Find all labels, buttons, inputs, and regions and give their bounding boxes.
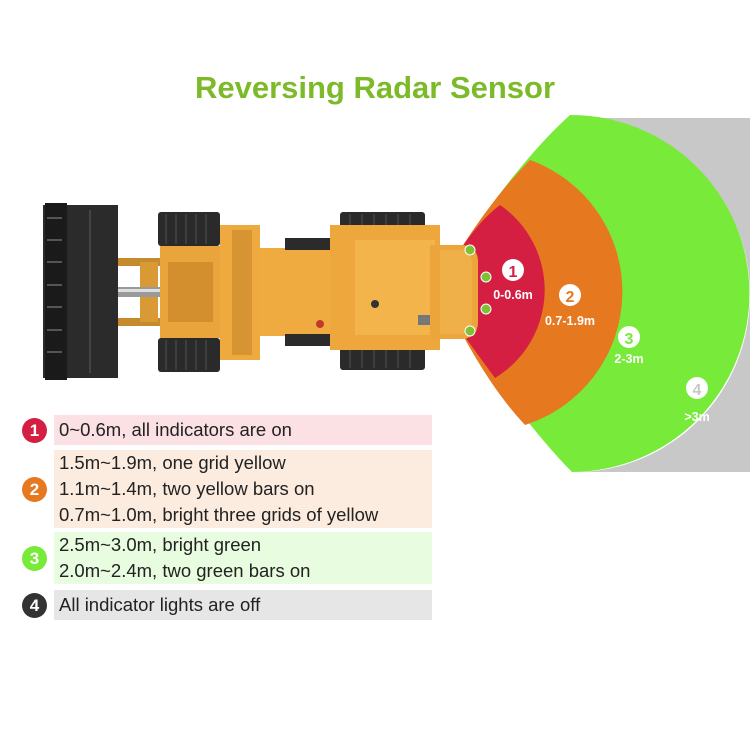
legend-line: 1.5m~1.9m, one grid yellow (59, 452, 286, 473)
zone-3-badge-icon (618, 326, 640, 348)
zone-4-range: >3m (684, 410, 709, 424)
radar-sensor-icon (480, 271, 492, 283)
zone-4-number: 4 (693, 382, 702, 399)
radar-sensor-icon (464, 244, 476, 256)
zone-1-label: 1 0-0.6m (493, 259, 533, 302)
legend-row-4: 4 All indicator lights are off (22, 590, 432, 620)
zone-1-range: 0-0.6m (493, 288, 533, 302)
zone-2-badge-icon (559, 284, 581, 306)
legend-line: All indicator lights are off (59, 594, 261, 615)
legend-line: 2.5m~3.0m, bright green (59, 534, 262, 555)
zone-4-label: 4 >3m (684, 377, 710, 424)
legend-line: 0~0.6m, all indicators are on (59, 419, 292, 440)
legend-badge-1: 1 (22, 417, 47, 443)
page-title: Reversing Radar Sensor (194, 70, 556, 105)
zone-1-area (460, 205, 545, 378)
zone-3-number: 3 (625, 331, 634, 348)
zone-3-range: 2-3m (614, 352, 643, 366)
legend-line: 2.0m~2.4m, two green bars on (59, 560, 311, 581)
zone-2-number: 2 (566, 289, 575, 306)
legend-badge-2: 2 (22, 476, 47, 502)
legend-line: 1.1m~1.4m, two yellow bars on (59, 478, 315, 499)
zone-4-badge-icon (686, 377, 708, 399)
wheel-loader-icon (43, 203, 492, 380)
legend-text: All indicator lights are off (54, 590, 432, 618)
legend-row-3: 3 2.5m~3.0m, bright green 2.0m~2.4m, two g… (22, 532, 432, 584)
zone-1-badge-icon (502, 259, 524, 281)
zone-2-label: 2 0.7-1.9m (545, 284, 595, 328)
legend-badge-4: 4 (22, 592, 47, 618)
legend-text: 2.5m~3.0m, bright green 2.0m~2.4m, two gr… (54, 532, 432, 584)
legend-line: 0.7m~1.0m, bright three grids of yellow (59, 504, 379, 525)
legend-text: 1.5m~1.9m, one grid yellow 1.1m~1.4m, two… (54, 450, 432, 528)
legend-badge-3: 3 (22, 545, 47, 571)
radar-sensor-icon (480, 303, 492, 315)
legend-text: 0~0.6m, all indicators are on (54, 415, 432, 443)
zone-1-number: 1 (509, 264, 518, 281)
zone-3-label: 3 2-3m (614, 326, 644, 366)
legend-row-2: 2 1.5m~1.9m, one grid yellow 1.1m~1.4m, tw… (22, 450, 432, 528)
radar-sensor-icon (464, 325, 476, 337)
zone-2-range: 0.7-1.9m (545, 314, 595, 328)
legend-row-1: 1 0~0.6m, all indicators are on (22, 415, 432, 445)
zone-4-area (575, 118, 750, 472)
